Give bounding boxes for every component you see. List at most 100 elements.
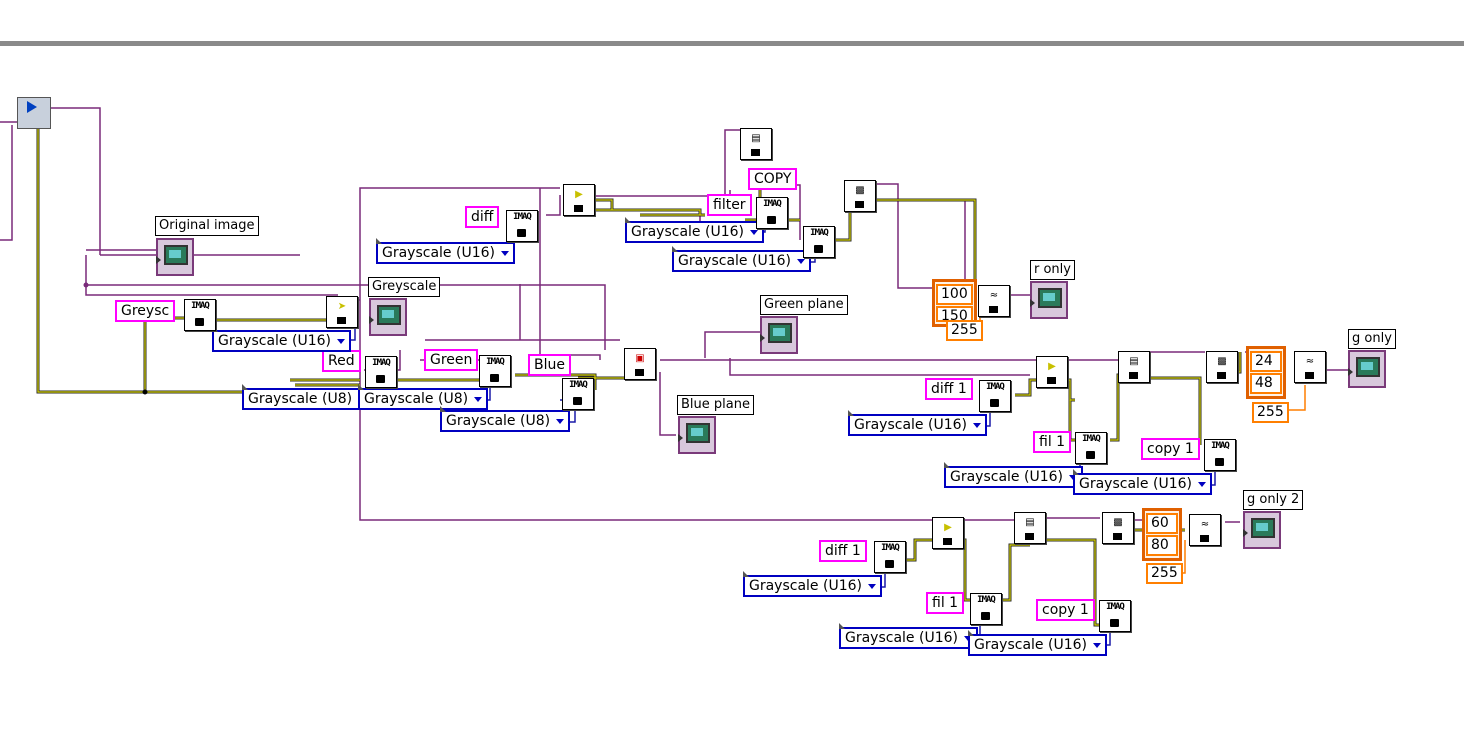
node-label: IMAQ bbox=[1106, 602, 1125, 612]
copy-node[interactable]: ▩ bbox=[1206, 351, 1238, 383]
g-max-constant[interactable]: 255 bbox=[1252, 402, 1289, 423]
ring-value: Grayscale (U16) bbox=[1079, 476, 1192, 492]
imaq-create-node[interactable]: IMAQ bbox=[803, 226, 835, 258]
node-label: IMAQ bbox=[513, 212, 532, 222]
node-label: IMAQ bbox=[986, 382, 1005, 392]
diff-string-constant[interactable]: diff bbox=[465, 206, 500, 228]
green-string-constant[interactable]: Green bbox=[424, 349, 479, 371]
subtract-node[interactable]: ▶ bbox=[1036, 356, 1068, 388]
r-low-constant[interactable]: 100 bbox=[936, 284, 973, 305]
extract-color-planes-node[interactable]: ▣ bbox=[624, 348, 656, 380]
copy-node[interactable]: ▩ bbox=[844, 180, 876, 212]
dropdown-arrow-icon bbox=[749, 229, 758, 235]
g-high-constant[interactable]: 48 bbox=[1250, 373, 1282, 394]
diff1-string-constant-2[interactable]: diff 1 bbox=[819, 540, 867, 562]
g2-low-constant[interactable]: 60 bbox=[1146, 513, 1178, 534]
filter-node[interactable]: ▤ bbox=[740, 128, 772, 160]
node-label: IMAQ bbox=[1082, 434, 1101, 444]
filter-comb-icon: ▤ bbox=[751, 133, 761, 144]
subtract-triangle-icon: ▶ bbox=[575, 189, 583, 200]
imaq-create-node[interactable]: IMAQ bbox=[756, 197, 788, 229]
image-type-ring[interactable]: Grayscale (U16) bbox=[743, 571, 882, 597]
filter-node[interactable]: ▤ bbox=[1118, 351, 1150, 383]
g2-threshold-array[interactable]: 60 80 bbox=[1142, 508, 1182, 561]
image-type-ring[interactable]: Grayscale (U16) bbox=[376, 238, 515, 264]
greyscale-indicator[interactable] bbox=[369, 298, 407, 336]
imaq-create-node[interactable]: IMAQ bbox=[1075, 432, 1107, 464]
red-string-constant[interactable]: Red bbox=[322, 350, 361, 372]
image-display-icon bbox=[1038, 288, 1062, 308]
green-plane-indicator[interactable] bbox=[760, 316, 798, 354]
image-type-ring[interactable]: Grayscale (U16) bbox=[212, 326, 351, 352]
g-only-label: g only bbox=[1348, 329, 1396, 349]
node-label: IMAQ bbox=[486, 357, 505, 367]
imaq-create-node[interactable]: IMAQ bbox=[479, 355, 511, 387]
copy1-string-constant[interactable]: copy 1 bbox=[1141, 438, 1200, 460]
blue-plane-indicator[interactable] bbox=[678, 416, 716, 454]
threshold-node[interactable]: ≈ bbox=[1294, 351, 1326, 383]
threshold-node[interactable]: ≈ bbox=[978, 285, 1010, 317]
image-display-icon bbox=[164, 245, 188, 265]
ring-value: Grayscale (U16) bbox=[950, 469, 1063, 485]
image-type-ring[interactable]: Grayscale (U16) bbox=[848, 410, 987, 436]
camera-acquire-node[interactable] bbox=[17, 97, 51, 129]
ring-value: Grayscale (U16) bbox=[678, 253, 791, 269]
subtract-node[interactable]: ▶ bbox=[563, 184, 595, 216]
g-only-2-indicator[interactable] bbox=[1243, 511, 1281, 549]
g-only-indicator[interactable] bbox=[1348, 350, 1386, 388]
image-type-ring[interactable]: Grayscale (U16) bbox=[944, 462, 1083, 488]
filter-node[interactable]: ▤ bbox=[1014, 512, 1046, 544]
imaq-create-node[interactable]: IMAQ bbox=[506, 210, 538, 242]
ring-value: Grayscale (U16) bbox=[382, 245, 495, 261]
imaq-create-node[interactable]: IMAQ bbox=[970, 593, 1002, 625]
fil1-string-constant-2[interactable]: fil 1 bbox=[926, 592, 965, 614]
image-type-ring[interactable]: Grayscale (U16) bbox=[968, 630, 1107, 656]
g2-high-constant[interactable]: 80 bbox=[1146, 535, 1178, 556]
node-label: IMAQ bbox=[977, 595, 996, 605]
imaq-create-node[interactable]: IMAQ bbox=[874, 541, 906, 573]
image-type-ring[interactable]: Grayscale (U8) bbox=[242, 384, 373, 410]
g-low-constant[interactable]: 24 bbox=[1250, 351, 1282, 372]
r-max-constant[interactable]: 255 bbox=[946, 320, 983, 341]
imaq-create-node[interactable]: IMAQ bbox=[1204, 439, 1236, 471]
cast-image-node[interactable]: ➤ bbox=[326, 296, 358, 328]
image-display-icon bbox=[1356, 357, 1380, 377]
copy1-string-constant-2[interactable]: copy 1 bbox=[1036, 599, 1095, 621]
image-display-icon bbox=[768, 323, 792, 343]
node-label: IMAQ bbox=[810, 228, 829, 238]
image-type-ring[interactable]: Grayscale (U8) bbox=[440, 406, 571, 432]
imaq-create-node[interactable]: IMAQ bbox=[979, 380, 1011, 412]
imaq-create-node[interactable]: IMAQ bbox=[184, 299, 216, 331]
ring-value: Grayscale (U16) bbox=[974, 637, 1087, 653]
fil1-string-constant[interactable]: fil 1 bbox=[1033, 431, 1072, 453]
green-plane-label: Green plane bbox=[760, 295, 848, 315]
image-type-ring[interactable]: Grayscale (U16) bbox=[839, 623, 978, 649]
copy-string-constant[interactable]: COPY bbox=[748, 168, 798, 190]
imaq-create-node[interactable]: IMAQ bbox=[1099, 600, 1131, 632]
histogram-icon: ≈ bbox=[989, 290, 999, 301]
g-threshold-array[interactable]: 24 48 bbox=[1246, 346, 1286, 399]
image-type-ring[interactable]: Grayscale (U16) bbox=[625, 217, 764, 243]
subtract-node[interactable]: ▶ bbox=[932, 517, 964, 549]
original-image-indicator[interactable] bbox=[156, 238, 194, 276]
filter-comb-icon: ▤ bbox=[1129, 356, 1139, 367]
r-only-indicator[interactable] bbox=[1030, 281, 1068, 319]
filter-string-constant[interactable]: filter bbox=[707, 194, 752, 216]
image-type-ring[interactable]: Grayscale (U16) bbox=[1073, 469, 1212, 495]
r-threshold-array[interactable]: 100 150 bbox=[932, 279, 977, 327]
imaq-create-node[interactable]: IMAQ bbox=[365, 356, 397, 388]
diff1-string-constant[interactable]: diff 1 bbox=[925, 378, 973, 400]
image-display-icon bbox=[686, 423, 710, 443]
histogram-icon: ≈ bbox=[1200, 519, 1210, 530]
copy-node[interactable]: ▩ bbox=[1102, 512, 1134, 544]
blue-string-constant[interactable]: Blue bbox=[528, 354, 571, 376]
image-type-ring[interactable]: Grayscale (U16) bbox=[672, 246, 811, 272]
image-type-ring[interactable]: Grayscale (U8) bbox=[358, 384, 489, 410]
greysc-string-constant[interactable]: Greysc bbox=[115, 300, 176, 322]
r-only-label: r only bbox=[1030, 260, 1075, 280]
threshold-node[interactable]: ≈ bbox=[1189, 514, 1221, 546]
g2-max-constant[interactable]: 255 bbox=[1146, 563, 1183, 584]
imaq-create-node[interactable]: IMAQ bbox=[562, 378, 594, 410]
node-label: IMAQ bbox=[881, 543, 900, 553]
dropdown-arrow-icon bbox=[1197, 481, 1206, 487]
